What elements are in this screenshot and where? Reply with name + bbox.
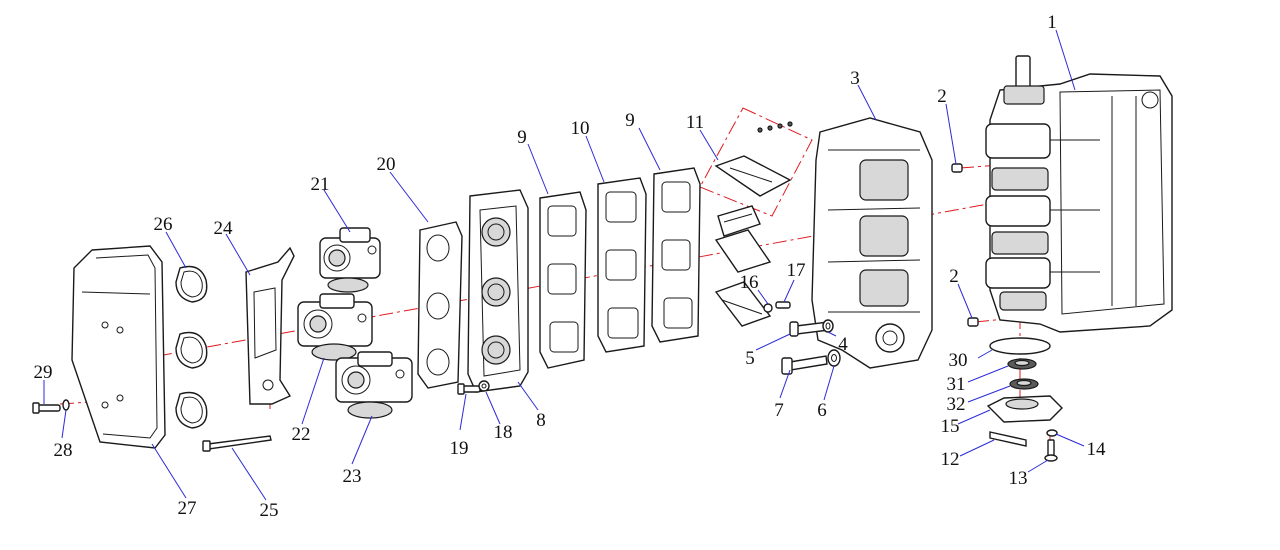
- part-1-crankshaft: [985, 55, 1100, 311]
- callout-31: 31: [947, 374, 966, 395]
- part-17-screw: [775, 301, 791, 309]
- callout-28: 28: [54, 440, 73, 461]
- part-16-washer: [763, 303, 773, 313]
- part-18-washer: [478, 380, 490, 392]
- callout-6: 6: [817, 400, 827, 421]
- callout-9-left: 9: [517, 127, 527, 148]
- callout-15: 15: [941, 416, 960, 437]
- part-10-reed-plate: [597, 177, 647, 353]
- callout-2-bottom: 2: [949, 266, 959, 287]
- part-9-gasket-b: [651, 167, 701, 343]
- part-31-oil-seal: [1007, 358, 1037, 370]
- callout-21: 21: [311, 174, 330, 195]
- callout-30: 30: [949, 350, 968, 371]
- part-4-washer: [822, 319, 834, 333]
- part-9-gasket-a: [539, 191, 587, 369]
- callout-10: 10: [571, 118, 590, 139]
- part-7-bolt: [781, 355, 828, 375]
- callout-17: 17: [787, 260, 806, 281]
- callout-11: 11: [686, 112, 704, 133]
- callout-25: 25: [260, 500, 279, 521]
- callout-27: 27: [178, 498, 197, 519]
- part-3-crankcase: [811, 117, 933, 369]
- part-30-o-ring: [989, 337, 1051, 355]
- part-12-bracket: [989, 431, 1027, 447]
- part-25-long-bolt: [202, 435, 272, 452]
- callout-7: 7: [774, 400, 784, 421]
- callout-4: 4: [838, 334, 848, 355]
- part-8-intake-manifold: [467, 189, 529, 393]
- callout-22: 22: [292, 424, 311, 445]
- part-15-bearing-housing: [986, 395, 1063, 423]
- part-2-dowel-pin-top: [951, 163, 963, 173]
- callout-16: 16: [740, 272, 759, 293]
- callout-14: 14: [1087, 439, 1107, 460]
- part-29-screw: [32, 402, 61, 414]
- callout-2-top: 2: [937, 86, 947, 107]
- part-26-gaskets: [175, 265, 208, 429]
- part-27-silencer-cover: [71, 245, 166, 449]
- callout-29: 29: [34, 362, 53, 383]
- callout-8: 8: [536, 410, 546, 431]
- part-19-bolt: [457, 383, 481, 395]
- part-23-carburetor: [335, 351, 413, 419]
- callout-3: 3: [850, 68, 860, 89]
- callout-32: 32: [947, 394, 966, 415]
- part-11-reed-valves: [714, 121, 793, 327]
- callout-19: 19: [450, 438, 469, 459]
- part-22-carburetor: [297, 293, 373, 361]
- callout-labels: 1 2 2 3 4 5 6 7 8 9 9 10 11 12 13 14 15 …: [34, 12, 1107, 521]
- part-2-dowel-pin-bottom: [967, 317, 979, 327]
- part-28-washer: [62, 399, 70, 411]
- part-21-carburetor: [319, 227, 381, 293]
- callout-12: 12: [941, 449, 960, 470]
- callout-26: 26: [154, 214, 173, 235]
- part-14-washer: [1046, 429, 1058, 437]
- part-20-intake-gasket: [417, 221, 463, 389]
- callout-20: 20: [377, 154, 396, 175]
- callout-18: 18: [494, 422, 513, 443]
- callout-1: 1: [1047, 12, 1057, 33]
- part-32-oil-seal: [1009, 378, 1039, 390]
- callout-24: 24: [214, 218, 234, 239]
- leader-lines: [43, 29, 1085, 501]
- callout-23: 23: [343, 466, 362, 487]
- part-5-bolt: [789, 321, 830, 337]
- callout-13: 13: [1009, 468, 1028, 489]
- callout-9-right: 9: [625, 110, 635, 131]
- part-13-screw: [1044, 439, 1058, 462]
- callout-5: 5: [745, 348, 755, 369]
- part-24-bracket: [245, 246, 295, 405]
